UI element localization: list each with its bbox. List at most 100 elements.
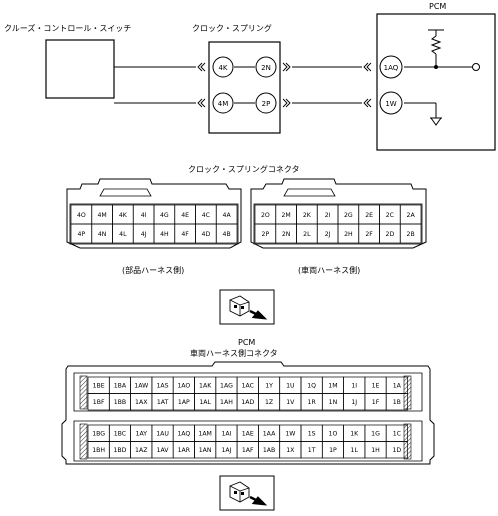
pcm-cell-label: 1BC [114,431,126,438]
connector-view-icon [219,475,275,511]
clockspring-right-cell-label: 2D [386,231,395,238]
pcm-cell-label: 1AZ [135,447,147,454]
pcm-connector-subtitle: 車両ハーネス側コネクタ [190,348,278,358]
pcm-cell-label: 1A [393,383,402,390]
pin-circle-1aq [379,55,403,79]
pcm-cell-label: 1AG [220,383,233,390]
pin-circle-2n [255,56,277,78]
clockspring-left-caption: (部品ハーネス側) [122,265,184,275]
pcm-cell-label: 1BB [114,399,126,406]
clockspring-right-cell-label: 2B [407,231,415,238]
pcm-cell-label: 1R [308,399,317,406]
pcm-cell-label: 1AQ [177,431,190,438]
pcm-cell-label: 1U [286,383,294,390]
clockspring-right-cell-label: 2F [365,231,373,238]
wire-2 [114,102,437,118]
clockspring-left-cell-label: 4A [223,212,232,219]
junction-dot [434,65,438,69]
clockspring-right-cell-label: 2L [303,231,311,238]
pcm-cell-label: 1AU [156,431,169,438]
cruise-switch-box [45,39,115,99]
clockspring-right-cell-label: 2H [344,231,353,238]
pcm-box [376,13,496,151]
pcm-cell-label: 1BA [114,383,127,390]
clockspring-right-cell-label: 2J [325,231,331,238]
clockspring-right-caption: (車両ハーネス側) [298,265,360,275]
pcm-cell-label: 1D [392,447,401,454]
pcm-label: PCM [429,2,446,11]
pcm-cell-label: 1Y [265,383,273,390]
clockspring-left-cell-label: 4D [202,231,211,238]
pcm-cell-label: 1AD [241,399,254,406]
clockspring-right-cell-label: 2M [281,212,290,219]
pcm-cell-label: 1L [351,447,359,454]
clockspring-left-cell-label: 4M [97,212,106,219]
pin-circle-4k [212,56,234,78]
clockspring-connector-title: クロック・スプリングコネクタ [188,164,300,174]
pcm-cell-label: 1H [371,447,380,454]
pcm-cell-label: 1AV [157,447,170,454]
clockspring-left-cell-label: 4K [119,212,128,219]
clockspring-left-cell-label: 4B [223,231,231,238]
pcm-cell-label: 1AA [263,431,276,438]
clockspring-left-cell-label: 4C [202,212,210,219]
pcm-connector-title: PCM [238,338,255,347]
pcm-cell-label: 1Q [307,383,316,390]
pcm-cell-label: 1AC [242,383,254,390]
clockspring-left-cell-label: 4H [160,231,169,238]
pcm-cell-label: 1Z [265,399,273,406]
pcm-cell [385,441,408,459]
connector-view-icon [219,289,275,325]
pcm-cell-label: 1AO [177,383,190,390]
pin-circle-2p [255,92,277,114]
pcm-cell-label: 1BD [113,447,126,454]
pcm-cell-label: 1BG [92,431,105,438]
clockspring-left-cell-label: 4J [141,231,147,238]
pcm-cell-label: 1X [286,447,295,454]
pin-label-1aq: 1AQ [384,64,399,72]
clockspring-right-cell [399,223,422,244]
ground-icon [430,117,442,126]
clockspring-right-cell-label: 2G [344,212,353,219]
pin-circle-1w [379,91,403,115]
clockspring-left-cell-label: 4L [119,231,127,238]
pcm-cell-label: 1BF [93,399,105,406]
pcm-cell-label: 1I [351,383,357,390]
pcm-cell-label: 1P [329,447,337,454]
clockspring-left-cell-label: 4N [98,231,107,238]
pin-label-1w: 1W [385,100,396,108]
pin-label-4m: 4M [218,100,229,108]
clockspring-left-cell-label: 4O [77,212,86,219]
pin-label-2p: 2P [262,100,271,108]
clockspring-right-cell-label: 2A [407,212,416,219]
connector-chevrons [197,62,372,108]
pcm-cell-label: 1AK [199,383,212,390]
clockspring-left-cell-label: 4P [78,231,86,238]
clock-spring-box [208,41,281,134]
pcm-cell-label: 1B [393,399,401,406]
pcm-cell-label: 1AX [135,399,148,406]
terminal-icon [472,63,480,71]
pcm-cell-label: 1C [393,431,401,438]
clock-spring-label: クロック・スプリング [192,23,272,33]
pcm-cell-label: 1J [351,399,357,406]
pcm-cell-label: 1M [328,383,337,390]
pcm-cell-label: 1AH [220,399,233,406]
pcm-cell-label: 1V [286,399,295,406]
pcm-cell-label: 1F [372,399,380,406]
pcm-cell-label: 1AI [221,431,231,438]
pcm-cell-label: 1W [285,431,295,438]
pin-label-4k: 4K [218,64,227,72]
clockspring-right-cell-label: 2E [365,212,373,219]
clockspring-right-cell-label: 2P [262,231,270,238]
pcm-cell-label: 1BH [92,447,105,454]
pcm-cell-label: 1G [371,431,380,438]
pcm-cell-label: 1AN [199,447,212,454]
pcm-cell-label: 1O [329,431,338,438]
